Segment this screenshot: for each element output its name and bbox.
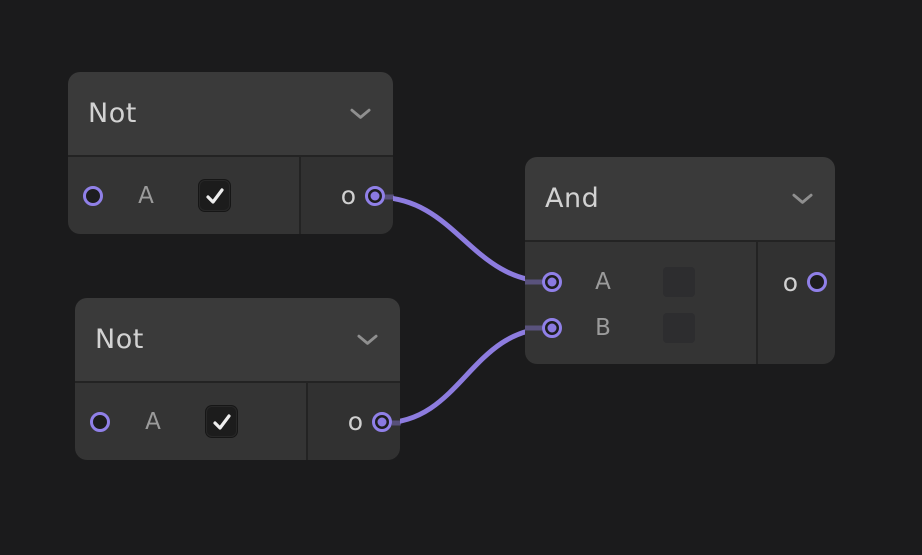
node-title: And [545, 183, 600, 214]
input-port-a[interactable] [542, 272, 562, 292]
value-box-a [663, 267, 695, 297]
inputs-section: A [75, 383, 306, 460]
node-header[interactable]: Not [75, 298, 400, 383]
output-port-o[interactable] [365, 185, 385, 206]
input-port-a[interactable] [83, 185, 103, 206]
input-label-a: A [145, 408, 161, 435]
input-label-a: A [138, 182, 154, 209]
node-title: Not [88, 98, 137, 129]
input-row-b: B [542, 305, 756, 351]
input-label-a: A [595, 269, 611, 295]
output-port-o[interactable] [372, 411, 392, 432]
node-title: Not [95, 324, 144, 355]
input-row-a: A [542, 259, 756, 305]
node-not-2[interactable]: Not A o [75, 298, 400, 460]
output-label-o: o [782, 267, 798, 297]
outputs-section: o [306, 383, 400, 460]
chevron-down-icon[interactable] [350, 108, 371, 120]
node-not-1[interactable]: Not A o [68, 72, 393, 234]
input-label-b: B [595, 315, 611, 341]
value-box-b [663, 313, 695, 343]
input-port-b[interactable] [542, 318, 562, 338]
node-header[interactable]: Not [68, 72, 393, 157]
wire-not2-to-and-b[interactable] [379, 325, 555, 426]
check-icon [205, 187, 224, 204]
outputs-section: o [756, 242, 835, 364]
input-port-a[interactable] [90, 411, 110, 432]
inputs-section: A B [525, 242, 756, 364]
check-icon [212, 413, 231, 430]
node-and-1[interactable]: And A B o [525, 157, 835, 364]
checkbox-input-a[interactable] [199, 180, 230, 211]
checkbox-input-a[interactable] [206, 406, 237, 437]
output-label-o: o [340, 181, 356, 210]
wire-not1-to-and-a[interactable] [372, 194, 555, 285]
outputs-section: o [299, 157, 393, 234]
chevron-down-icon[interactable] [357, 334, 378, 346]
output-label-o: o [347, 407, 363, 436]
inputs-section: A [68, 157, 299, 234]
node-header[interactable]: And [525, 157, 835, 242]
chevron-down-icon[interactable] [792, 193, 813, 205]
output-port-o[interactable] [807, 272, 827, 292]
